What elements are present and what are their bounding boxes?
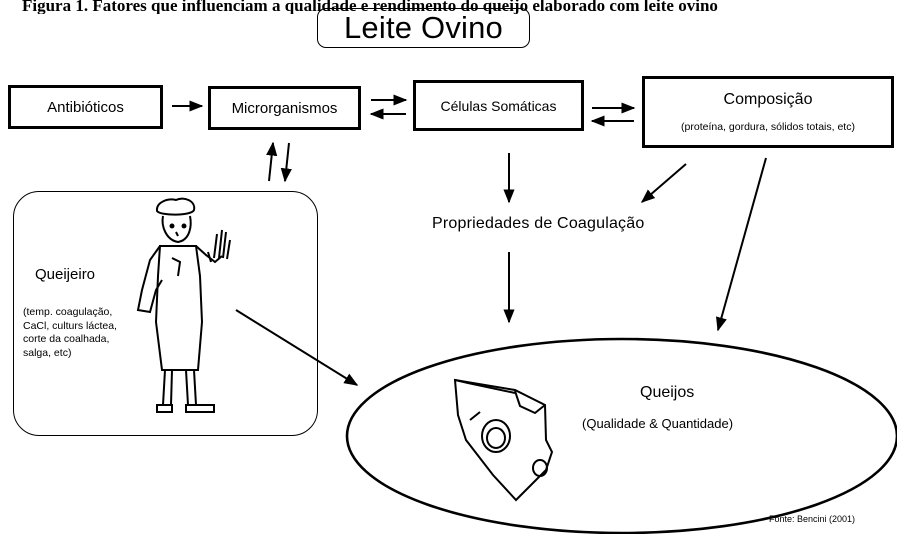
queijeiro-box: [13, 191, 318, 436]
queijeiro-detail-line: corte da coalhada,: [23, 333, 110, 345]
composicao-detail: (proteína, gordura, sólidos totais, etc): [681, 121, 855, 133]
source-note: Fonte: Bencini (2001): [769, 514, 856, 524]
arrow-microrganismos-to-queijeiro: [280, 142, 292, 183]
queijeiro-detail-line: salga, etc): [23, 346, 72, 359]
arrow-composicao-to-queijos: [715, 157, 767, 332]
cheese-icon: [453, 378, 554, 502]
queijeiro-label: Queijeiro: [35, 266, 96, 283]
node-antibioticos: Antibióticos: [8, 85, 163, 129]
arrow-queijeiro-to-queijos: [235, 309, 359, 386]
queijeiro-detail: (temp. coagulação, CaCl, culturs láctea,…: [23, 306, 117, 360]
node-queijos: Queijos: [640, 384, 695, 401]
title-box: Leite Ovino: [317, 8, 530, 48]
queijos-detail: (Qualidade & Quantidade): [582, 416, 734, 431]
node-propriedades-coagulacao: Propriedades de Coagulação: [432, 215, 645, 232]
node-composicao: Composição (proteína, gordura, sólidos t…: [642, 76, 894, 148]
figure-caption: Figura 1. Fatores que influenciam a qual…: [22, 0, 718, 14]
queijos-ellipse: [345, 337, 897, 534]
queijeiro-detail-line: (temp. coagulação,: [23, 306, 113, 318]
node-microrganismos: Microrganismos: [208, 86, 361, 130]
cheesemaker-icon: [136, 197, 231, 413]
composicao-label: Composição: [723, 91, 813, 108]
node-celulas-somaticas: Células Somáticas: [413, 80, 584, 131]
queijeiro-detail-line: CaCl, culturs láctea,: [23, 319, 117, 332]
arrow-composicao-to-coagulacao: [640, 163, 687, 203]
arrow-queijeiro-to-microrganismos: [266, 141, 278, 182]
